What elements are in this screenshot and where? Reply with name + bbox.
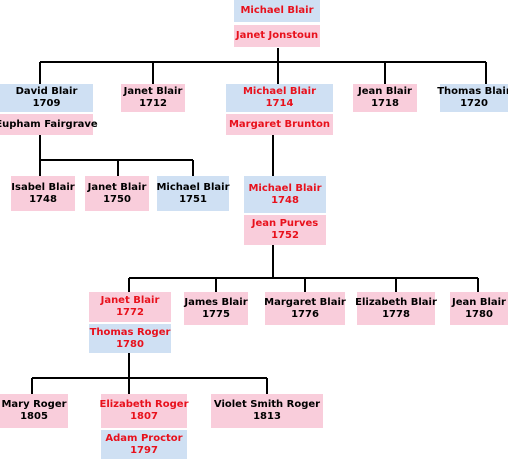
- person-michael-blair-root: Michael Blair: [234, 0, 320, 22]
- person-name: Michael Blair: [156, 181, 230, 193]
- person-thomas-roger: Thomas Roger 1780: [89, 324, 171, 353]
- person-year: 1775: [202, 308, 230, 320]
- person-year: 1712: [139, 98, 167, 109]
- person-name: Isabel Blair: [11, 181, 75, 193]
- person-year: 1748: [29, 193, 57, 205]
- person-name: Margaret Blair: [264, 296, 346, 308]
- person-janet-blair-1750: Janet Blair 1750: [85, 176, 149, 211]
- person-year: 1780: [465, 308, 493, 320]
- person-name: Michael Blair: [242, 86, 317, 97]
- person-year: 1750: [103, 193, 131, 205]
- person-year: 1778: [382, 308, 410, 320]
- person-year: 1752: [271, 230, 299, 241]
- person-name: Jean Blair: [357, 86, 412, 97]
- person-jean-blair-1718: Jean Blair 1718: [353, 84, 417, 112]
- person-michael-blair-1751: Michael Blair 1751: [156, 176, 230, 211]
- person-year: 1709: [32, 98, 61, 109]
- person-year: 1776: [291, 308, 319, 320]
- person-year: 1748: [271, 194, 299, 206]
- person-name: Thomas Roger: [89, 326, 171, 338]
- person-year: 1720: [460, 98, 488, 109]
- person-michael-blair-1714: Michael Blair 1714: [226, 84, 333, 112]
- person-david-blair: David Blair 1709: [0, 84, 93, 112]
- person-name: Margaret Brunton: [228, 118, 331, 130]
- person-year: 1813: [253, 411, 281, 422]
- person-janet-blair-1712: Janet Blair 1712: [121, 84, 185, 112]
- person-james-blair-1775: James Blair 1775: [184, 292, 248, 325]
- person-jean-blair-1780: Jean Blair 1780: [450, 292, 508, 325]
- person-name: Jean Purves: [251, 218, 319, 229]
- person-year: 1714: [265, 98, 294, 109]
- person-name: Jean Blair: [451, 296, 506, 308]
- person-year: 1780: [116, 338, 144, 350]
- person-elizabeth-blair-1778: Elizabeth Blair 1778: [355, 292, 437, 325]
- person-name: Thomas Blair: [437, 86, 508, 97]
- person-name: Elizabeth Blair: [355, 296, 437, 308]
- person-michael-blair-1748: Michael Blair 1748: [244, 176, 326, 213]
- person-name: Janet Blair: [100, 295, 160, 306]
- person-janet-blair-1772: Janet Blair 1772: [89, 292, 171, 322]
- person-year: 1751: [179, 193, 207, 205]
- person-name: Janet Blair: [123, 86, 183, 97]
- person-name: Violet Smith Roger: [213, 399, 321, 410]
- person-name: Mary Roger: [1, 399, 67, 410]
- person-name: Adam Proctor: [105, 432, 183, 444]
- person-mary-roger: Mary Roger 1805: [0, 394, 68, 428]
- person-elizabeth-roger: Elizabeth Roger 1807: [99, 394, 189, 428]
- person-year: 1718: [371, 98, 399, 109]
- person-name: Michael Blair: [240, 5, 314, 16]
- person-violet-smith-roger: Violet Smith Roger 1813: [211, 394, 323, 428]
- person-thomas-blair-1720: Thomas Blair 1720: [437, 84, 508, 112]
- person-year: 1805: [20, 411, 48, 422]
- person-name: Elizabeth Roger: [99, 399, 189, 410]
- person-margaret-blair-1776: Margaret Blair 1776: [264, 292, 346, 325]
- person-name: Janet Blair: [87, 181, 147, 193]
- person-janet-jonstoun: Janet Jonstoun: [234, 25, 320, 47]
- person-name: James Blair: [184, 296, 248, 308]
- person-jean-purves: Jean Purves 1752: [244, 215, 326, 245]
- person-year: 1807: [130, 411, 158, 422]
- person-name: David Blair: [15, 86, 78, 97]
- person-name: Janet Jonstoun: [235, 30, 319, 41]
- person-year: 1797: [130, 444, 158, 456]
- person-isabel-blair-1748: Isabel Blair 1748: [11, 176, 75, 211]
- person-name: Eupham Fairgrave: [0, 118, 98, 130]
- person-margaret-brunton: Margaret Brunton: [226, 114, 333, 135]
- person-adam-proctor: Adam Proctor 1797: [101, 430, 187, 459]
- person-name: Michael Blair: [248, 182, 322, 194]
- person-year: 1772: [116, 307, 144, 318]
- person-eupham-fairgrave: Eupham Fairgrave: [0, 114, 98, 135]
